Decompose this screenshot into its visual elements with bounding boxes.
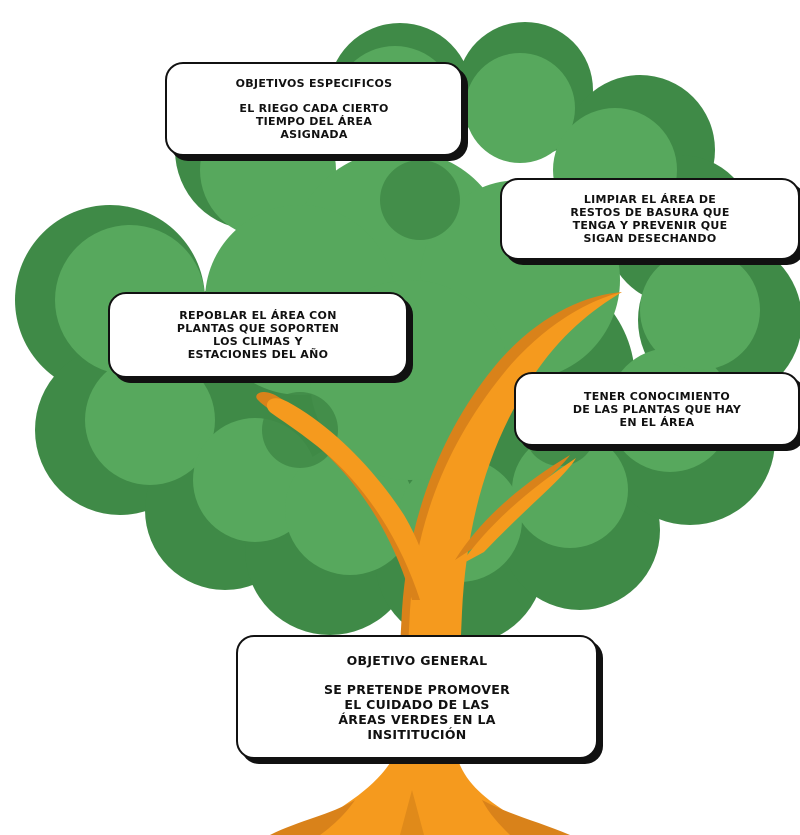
- conocimiento-line-3: EN EL ÁREA: [619, 415, 695, 429]
- objetivo-general-box: OBJETIVO GENERAL SE PRETENDE PROMOVER EL…: [236, 635, 598, 759]
- repoblar-line-3: LOS CLIMAS Y: [213, 335, 303, 348]
- limpiar-line-4: SIGAN DESECHANDO: [583, 232, 717, 245]
- objetivos-especificos-heading: OBJETIVOS ESPECIFICOS: [235, 77, 393, 90]
- conocimiento-line-1: TENER CONOCIMIENTO: [583, 389, 731, 403]
- conocimiento-line-2: DE LAS PLANTAS QUE HAY: [572, 402, 742, 416]
- repoblar-line-4: ESTACIONES DEL AÑO: [187, 348, 329, 361]
- objetivo-general-heading: OBJETIVO GENERAL: [346, 652, 488, 668]
- limpiar-line-3: TENGA Y PREVENIR QUE: [572, 219, 728, 232]
- limpiar-line-1: LIMPIAR EL ÁREA DE: [583, 193, 717, 206]
- especificos-line-2: TIEMPO DEL ÁREA: [255, 115, 373, 128]
- general-line-3: ÁREAS VERDES EN LA: [338, 711, 496, 727]
- general-line-2: EL CUIDADO DE LAS: [344, 696, 490, 712]
- limpiar-line-2: RESTOS DE BASURA QUE: [570, 206, 730, 219]
- repoblar-box: REPOBLAR EL ÁREA CON PLANTAS QUE SOPORTE…: [108, 292, 408, 378]
- general-line-4: INSITITUCIÓN: [367, 726, 467, 742]
- conocimiento-box: TENER CONOCIMIENTO DE LAS PLANTAS QUE HA…: [514, 372, 800, 446]
- especificos-line-1: EL RIEGO CADA CIERTO: [239, 102, 389, 115]
- repoblar-line-1: REPOBLAR EL ÁREA CON: [179, 309, 337, 322]
- repoblar-line-2: PLANTAS QUE SOPORTEN: [176, 322, 340, 335]
- especificos-line-3: ASIGNADA: [280, 128, 348, 141]
- general-line-1: SE PRETENDE PROMOVER: [324, 681, 510, 697]
- limpiar-box: LIMPIAR EL ÁREA DE RESTOS DE BASURA QUE …: [500, 178, 800, 260]
- objetivos-especificos-box: OBJETIVOS ESPECIFICOS EL RIEGO CADA CIER…: [165, 62, 463, 156]
